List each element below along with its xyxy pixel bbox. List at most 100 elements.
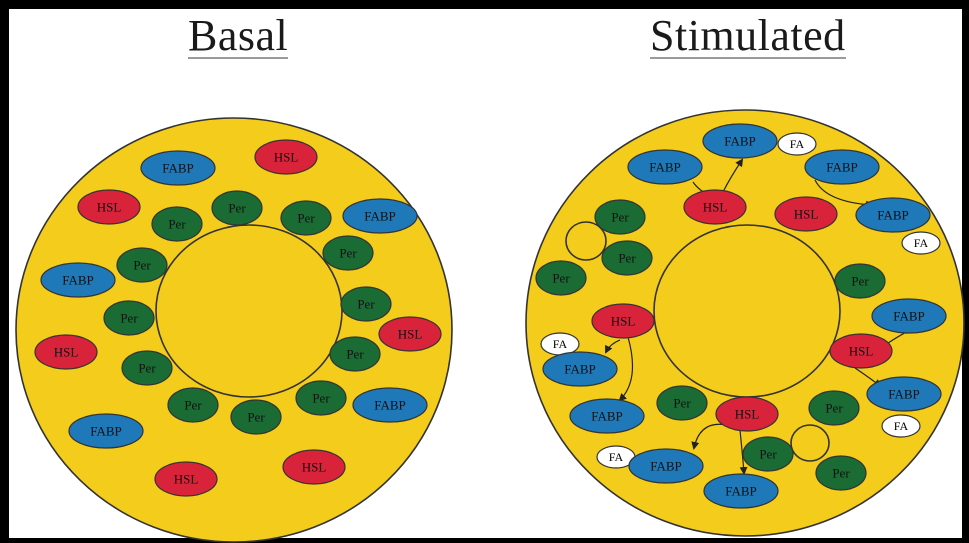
per-label: Per [832,466,850,481]
fabp-protein: FABP [629,449,703,483]
hsl-label: HSL [97,200,122,215]
per-label: Per [611,210,629,225]
fabp-label: FABP [162,161,194,176]
hsl-label: HSL [703,200,728,215]
fa-label: FA [609,450,624,464]
per-protein: Per [595,200,645,234]
fabp-protein: FABP [703,124,777,158]
hsl-protein: HSL [775,197,837,231]
per-protein: Per [117,248,167,282]
fabp-protein: FABP [41,263,115,297]
fabp-label: FABP [725,484,757,499]
hsl-protein: HSL [255,140,317,174]
fabp-label: FABP [591,409,623,424]
hsl-protein: HSL [716,397,778,431]
fabp-protein: FABP [543,352,617,386]
per-protein: Per [323,236,373,270]
per-label: Per [297,211,315,226]
fabp-protein: FABP [353,388,427,422]
per-protein: Per [296,381,346,415]
per-label: Per [184,398,202,413]
hsl-label: HSL [794,207,819,222]
fabp-label: FABP [724,134,756,149]
per-protein: Per [536,261,586,295]
per-label: Per [168,217,186,232]
per-label: Per [138,361,156,376]
hsl-protein: HSL [379,317,441,351]
per-label: Per [552,271,570,286]
fabp-protein: FABP [867,377,941,411]
hsl-label: HSL [735,407,760,422]
per-label: Per [133,258,151,273]
per-label: Per [228,201,246,216]
per-label: Per [851,274,869,289]
fabp-label: FABP [649,160,681,175]
fabp-label: FABP [564,362,596,377]
per-protein: Per [168,388,218,422]
fabp-protein: FABP [570,399,644,433]
per-protein: Per [212,191,262,225]
per-label: Per [312,391,330,406]
hsl-label: HSL [398,327,423,342]
hsl-label: HSL [54,345,79,360]
hsl-protein: HSL [78,190,140,224]
fabp-protein: FABP [704,474,778,508]
fa-label: FA [914,236,929,250]
fabp-protein: FABP [872,299,946,333]
per-protein: Per [809,391,859,425]
hsl-label: HSL [274,150,299,165]
per-label: Per [673,396,691,411]
per-protein: Per [816,456,866,490]
per-protein: Per [657,386,707,420]
per-label: Per [346,347,364,362]
hsl-protein: HSL [592,304,654,338]
fa-label: FA [553,337,568,351]
fabp-label: FABP [650,459,682,474]
fabp-protein: FABP [856,198,930,232]
per-protein: Per [231,400,281,434]
per-label: Per [618,251,636,266]
stimulated-lipid-droplet [654,225,840,397]
per-protein: Per [602,241,652,275]
hsl-label: HSL [611,314,636,329]
fa-label: FA [894,419,909,433]
per-label: Per [759,447,777,462]
per-label: Per [825,401,843,416]
per-protein: Per [104,301,154,335]
per-protein: Per [743,437,793,471]
fabp-label: FABP [374,398,406,413]
basal-lipid-droplet [156,225,342,397]
fa-protein: FA [778,133,816,155]
hsl-label: HSL [174,472,199,487]
hsl-protein: HSL [155,462,217,496]
per-protein: Per [341,287,391,321]
hsl-label: HSL [302,460,327,475]
per-label: Per [247,410,265,425]
per-protein: Per [122,351,172,385]
fabp-protein: FABP [628,150,702,184]
fabp-label: FABP [364,209,396,224]
fabp-label: FABP [893,309,925,324]
fa-protein: FA [882,415,920,437]
fabp-protein: FABP [69,414,143,448]
fabp-label: FABP [826,160,858,175]
hsl-label: HSL [849,344,874,359]
fabp-protein: FABP [343,199,417,233]
fabp-protein: FABP [805,150,879,184]
fabp-label: FABP [888,387,920,402]
fa-label: FA [790,137,805,151]
per-label: Per [120,311,138,326]
per-protein: Per [152,207,202,241]
per-label: Per [357,297,375,312]
fabp-protein: FABP [141,151,215,185]
fabp-label: FABP [62,273,94,288]
per-label: Per [339,246,357,261]
per-protein: Per [835,264,885,298]
hsl-protein: HSL [830,334,892,368]
stimulated-small-droplet [791,425,829,461]
fabp-label: FABP [877,208,909,223]
per-protein: Per [281,201,331,235]
hsl-protein: HSL [283,450,345,484]
fa-protein: FA [902,232,940,254]
hsl-protein: HSL [684,190,746,224]
